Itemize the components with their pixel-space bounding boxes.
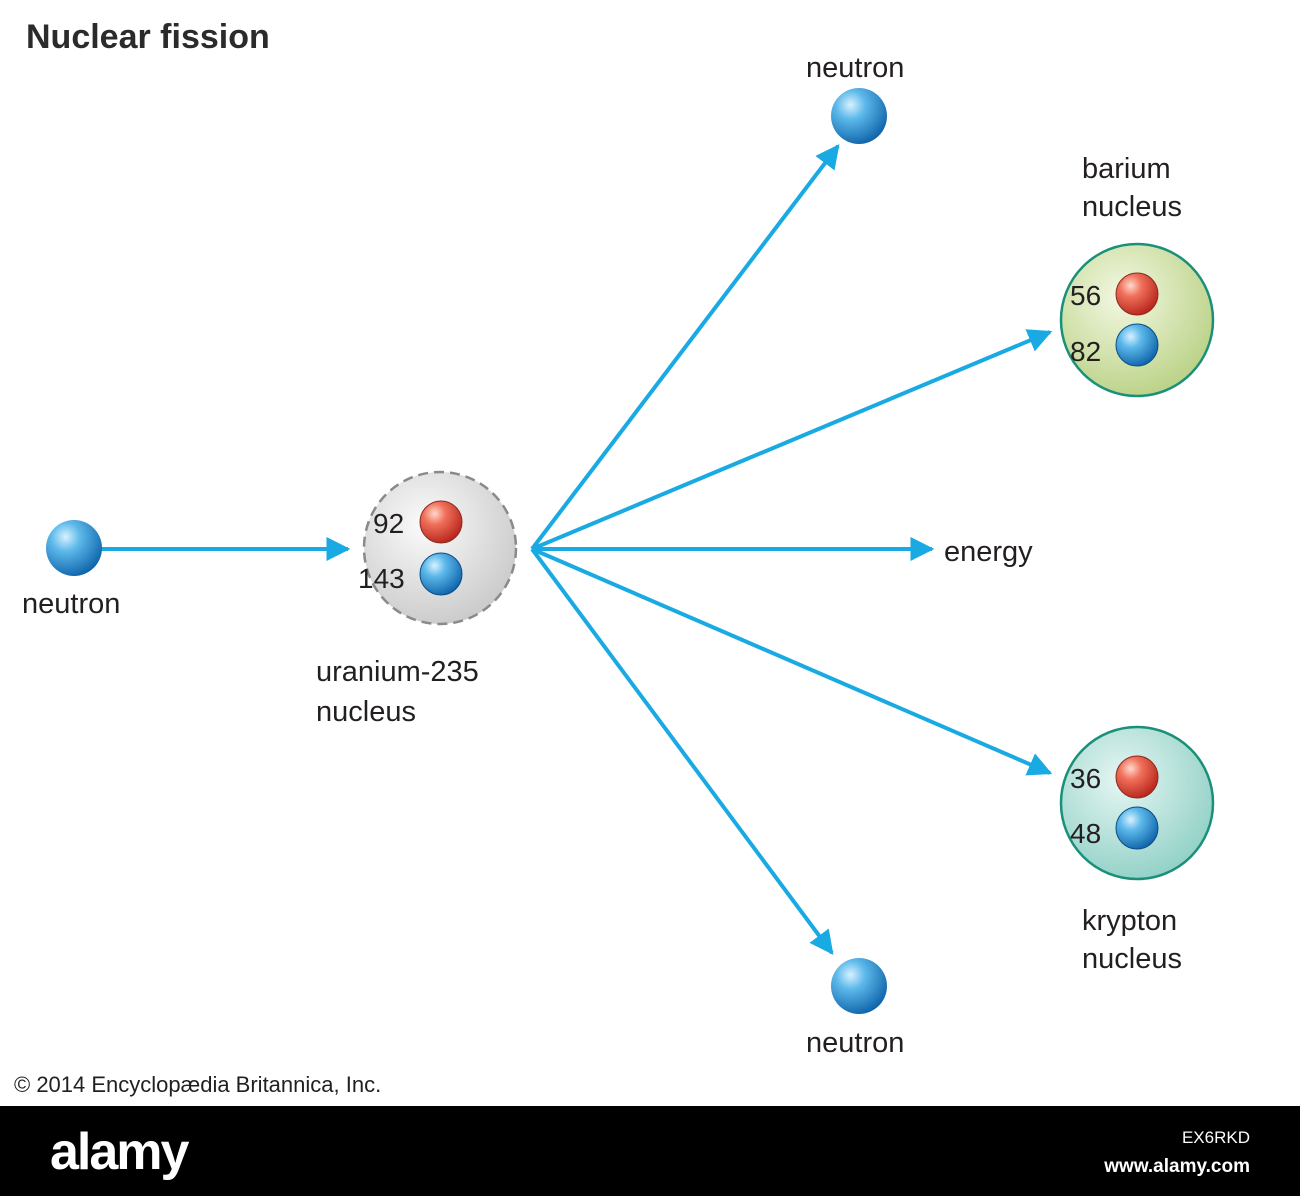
incoming-neutron-ball	[46, 520, 102, 576]
alamy-logo: alamy	[50, 1123, 189, 1181]
uranium-neutron-ball	[419, 552, 463, 596]
neutron-bottom-label: neutron	[806, 1027, 904, 1059]
barium-proton-count: 56	[1070, 280, 1101, 311]
barium-label-line2: nucleus	[1082, 191, 1182, 223]
site-url: www.alamy.com	[1104, 1156, 1250, 1177]
uranium-nucleus: 92 143	[358, 470, 518, 626]
neutron-top-label: neutron	[806, 52, 904, 84]
arrow-to-barium	[531, 329, 1053, 551]
barium-proton-ball	[1115, 272, 1159, 316]
energy-label: energy	[944, 536, 1033, 568]
barium-neutron-ball	[1115, 323, 1159, 367]
fission-diagram: Nuclear fission neutron 92 143 uranium-2…	[14, 18, 1215, 1097]
incoming-neutron-label: neutron	[22, 588, 120, 620]
watermark-footer: alamy EX6RKD www.alamy.com	[0, 1106, 1300, 1196]
arrow-to-neutron-top	[530, 144, 840, 551]
krypton-neutron-ball	[1115, 806, 1159, 850]
krypton-nucleus: 36 48	[1059, 725, 1215, 881]
barium-label-line1: barium	[1082, 153, 1171, 185]
uranium-label-line2: nucleus	[316, 696, 416, 728]
barium-nucleus: 56 82	[1059, 242, 1215, 398]
krypton-proton-ball	[1115, 755, 1159, 799]
diagram-title: Nuclear fission	[26, 18, 270, 56]
uranium-label-line1: uranium-235	[316, 656, 479, 688]
krypton-proton-count: 36	[1070, 763, 1101, 794]
krypton-label-line2: nucleus	[1082, 943, 1182, 975]
arrow-to-krypton	[531, 547, 1053, 776]
arrows	[100, 144, 1053, 955]
krypton-label-line1: krypton	[1082, 905, 1177, 937]
neutron-bottom-ball	[831, 958, 887, 1014]
krypton-neutron-count: 48	[1070, 818, 1101, 849]
barium-neutron-count: 82	[1070, 336, 1101, 367]
copyright-text: © 2014 Encyclopædia Britannica, Inc.	[14, 1072, 381, 1097]
image-id: EX6RKD	[1181, 1128, 1250, 1147]
uranium-proton-ball	[419, 500, 463, 544]
diagram-canvas: Nuclear fission neutron 92 143 uranium-2…	[14, 18, 1215, 1097]
neutron-top-ball	[831, 88, 887, 144]
arrow-to-neutron-bottom	[530, 547, 834, 955]
uranium-neutron-count: 143	[358, 563, 405, 594]
uranium-proton-count: 92	[373, 508, 404, 539]
